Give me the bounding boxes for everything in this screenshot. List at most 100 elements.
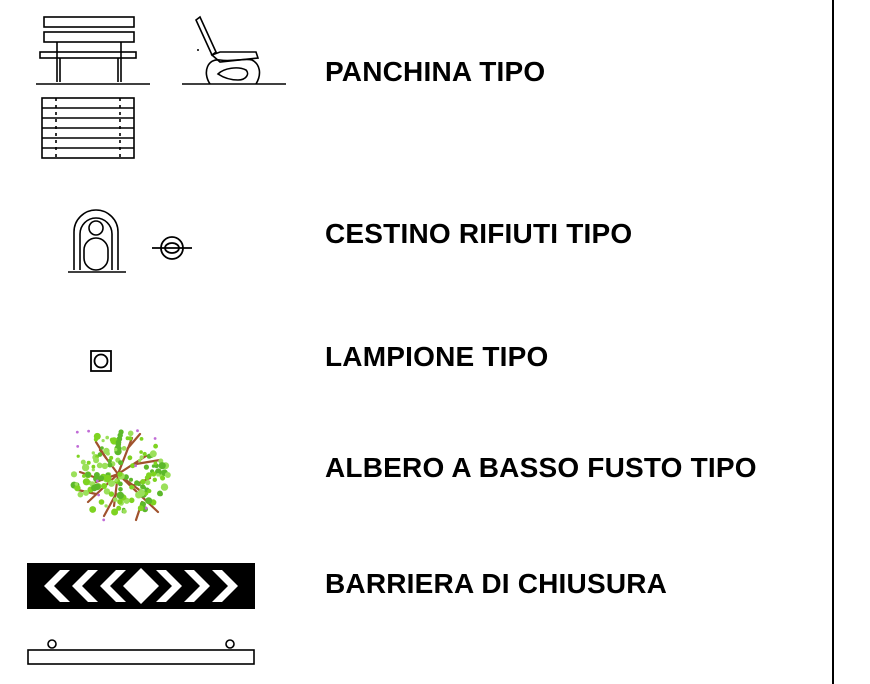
tree-foliage-dot <box>135 491 143 499</box>
tree-foliage-dot <box>97 452 103 457</box>
tree-branch-tip-dot <box>153 437 157 440</box>
tree-foliage-dot <box>109 455 114 460</box>
tree-foliage-dot <box>153 461 158 466</box>
bench-plan-icon <box>41 97 135 159</box>
tree-foliage-dot <box>151 464 156 468</box>
legend-label-bin: CESTINO RIFIUTI TIPO <box>325 218 633 249</box>
tree-foliage-dot <box>70 471 78 478</box>
tree-foliage-dot <box>156 473 160 477</box>
tree-foliage-dot <box>98 475 105 481</box>
tree-foliage-dot <box>85 471 91 478</box>
tree-foliage-dot <box>114 478 118 482</box>
tree-foliage-dot <box>100 446 104 450</box>
tree-foliage-dot <box>153 443 158 449</box>
tree-foliage-dot <box>107 462 113 468</box>
tree-branch-tip-dot <box>102 518 106 522</box>
tree-foliage-dot <box>139 455 144 460</box>
tree-foliage-dot <box>105 435 109 440</box>
tree-branch-tip-dot <box>144 506 148 510</box>
tree-foliage-dot <box>98 499 105 505</box>
tree-foliage-dot <box>118 460 124 466</box>
legend-row-bin: CESTINO RIFIUTI TIPO <box>0 170 830 290</box>
barrier-front-icon <box>27 563 255 609</box>
waste-bin-front-icon <box>68 209 126 273</box>
tree-foliage-dot <box>81 463 90 472</box>
tree-foliage-dot <box>137 482 141 487</box>
tree-foliage-dot <box>125 436 130 441</box>
tree-branch-tip-dot <box>136 429 139 433</box>
tree-branch-tip-dot <box>87 429 90 433</box>
tree-foliage-dot <box>145 497 153 505</box>
tree-foliage-dot <box>116 491 124 500</box>
tree-branch-tip-dot <box>76 445 80 448</box>
tree-foliage-dot <box>149 450 157 458</box>
tree-foliage-dot <box>147 488 152 494</box>
tree-foliage-dot <box>146 472 152 479</box>
sheet-border-line <box>832 0 834 684</box>
tree-foliage-dot <box>160 475 166 481</box>
tree-foliage-dot <box>129 477 133 482</box>
tree-branch-tip-dot <box>134 464 137 468</box>
tree-foliage-dot <box>86 460 91 465</box>
waste-bin-plan-icon <box>152 236 192 260</box>
tree-foliage-dot <box>117 499 123 505</box>
tree-foliage-dot <box>139 437 144 441</box>
tree-foliage-dot <box>164 472 171 478</box>
bench-front-icon <box>36 16 150 85</box>
legend-label-bench: PANCHINA TIPO <box>325 56 546 87</box>
tree-icon <box>70 429 171 522</box>
tree-foliage-dot <box>118 429 124 435</box>
tree-foliage-dot <box>82 478 90 486</box>
tree-foliage-dot <box>117 471 123 477</box>
tree-foliage-dot <box>91 468 95 472</box>
barrier-plan-icon <box>27 639 255 665</box>
tree-foliage-dot <box>101 439 105 443</box>
tree-foliage-dot <box>158 462 166 470</box>
tree-foliage-dot <box>116 505 122 511</box>
tree-foliage-dot <box>158 492 163 497</box>
tree-foliage-dot <box>160 483 169 491</box>
legend-row-barrier: BARRIERA DI CHIUSURA <box>0 530 830 684</box>
tree-foliage-dot <box>111 508 119 516</box>
tree-foliage-dot <box>151 471 157 477</box>
tree-foliage-dot <box>114 447 118 452</box>
tree-foliage-dot <box>104 474 112 483</box>
bench-side-icon <box>182 15 286 85</box>
tree-foliage-dot <box>104 504 108 508</box>
tree-foliage-dot <box>143 464 149 470</box>
tree-foliage-dot <box>74 484 81 492</box>
tree-foliage-dot <box>101 483 108 489</box>
street-lamp-icon <box>90 350 112 372</box>
tree-foliage-dot <box>91 464 96 469</box>
tree-foliage-dot <box>91 451 95 455</box>
tree-foliage-dot <box>83 489 89 496</box>
legend-label-lamp: LAMPIONE TIPO <box>325 341 549 372</box>
legend-row-tree: ALBERO A BASSO FUSTO TIPO <box>0 410 830 530</box>
tree-foliage-dot <box>128 497 135 504</box>
tree-foliage-dot <box>137 505 144 512</box>
tree-foliage-dot <box>74 482 79 486</box>
tree-branch-tip-dot <box>75 430 79 434</box>
tree-foliage-dot <box>96 462 103 469</box>
tree-foliage-dot <box>80 459 86 465</box>
tree-foliage-dot <box>77 491 84 498</box>
tree-foliage-dot <box>89 506 97 513</box>
tree-foliage-dot <box>108 491 115 497</box>
tree-foliage-dot <box>122 509 127 514</box>
tree-foliage-dot <box>127 430 134 437</box>
tree-foliage-dot <box>145 479 151 486</box>
tree-foliage-dot <box>129 484 134 490</box>
tree-foliage-dot <box>152 477 157 482</box>
tree-foliage-dot <box>130 463 136 469</box>
tree-foliage-dot <box>139 488 143 493</box>
tree-foliage-dot <box>121 446 127 451</box>
tree-foliage-dot <box>118 487 123 492</box>
tree-branch-tip-dot <box>97 493 100 497</box>
tree-branch-tip-dot <box>95 479 99 483</box>
legend-label-barrier: BARRIERA DI CHIUSURA <box>325 568 668 599</box>
tree-foliage-dot <box>101 462 109 470</box>
tree-foliage-dot <box>138 458 142 463</box>
tree-foliage-dot <box>76 454 80 458</box>
tree-foliage-dot <box>108 479 115 487</box>
tree-foliage-dot <box>113 497 118 502</box>
